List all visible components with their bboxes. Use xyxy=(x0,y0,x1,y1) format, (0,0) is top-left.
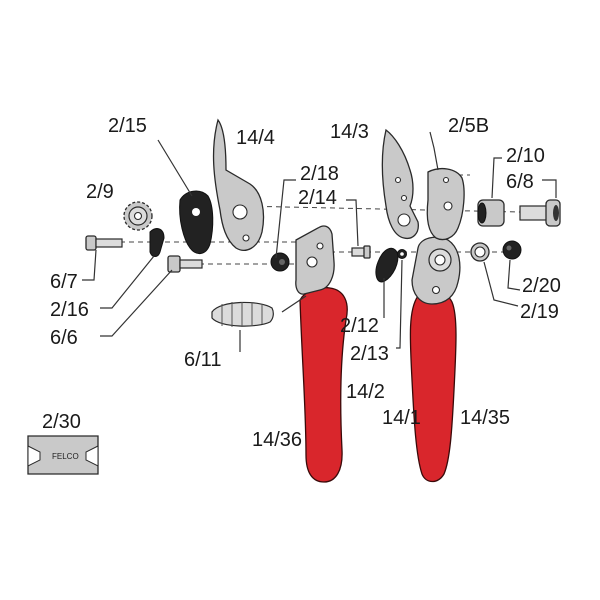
label-6-11: 6/11 xyxy=(184,349,221,371)
cap-nut-2-20 xyxy=(502,240,522,260)
spring-6-11 xyxy=(211,301,274,327)
label-6-7: 6/7 xyxy=(50,271,78,293)
adjusting-bolt-6-8 xyxy=(519,199,561,227)
label-2-18: 2/18 xyxy=(300,163,339,185)
label-14-36: 14/36 xyxy=(252,429,302,451)
label-2-14: 2/14 xyxy=(298,187,337,209)
label-14-4: 14/4 xyxy=(236,127,275,149)
label-14-1: 14/1 xyxy=(382,407,421,429)
gear-2-9 xyxy=(123,201,153,231)
label-6-8: 6/8 xyxy=(506,171,534,193)
label-2-9: 2/9 xyxy=(86,181,114,203)
washer-2-13 xyxy=(397,249,407,259)
screw-2-14 xyxy=(351,245,371,259)
label-14-3: 14/3 xyxy=(330,121,369,143)
bolt-6-6 xyxy=(167,255,203,273)
label-6-6: 6/6 xyxy=(50,327,78,349)
label-14-35: 14/35 xyxy=(460,407,510,429)
label-2-19: 2/19 xyxy=(520,301,559,323)
bolt-6-7 xyxy=(85,235,123,251)
ring-2-19 xyxy=(470,242,490,262)
label-2-30: 2/30 xyxy=(42,411,81,433)
label-2-12: 2/12 xyxy=(340,315,379,337)
anvil-blade-14-4 xyxy=(212,118,265,251)
left-handle-14-36 xyxy=(295,225,348,483)
leader-lines xyxy=(82,131,557,352)
label-2-5b: 2/5B xyxy=(448,115,489,137)
blade-holder-2-5b xyxy=(426,167,465,241)
label-2-13: 2/13 xyxy=(350,343,389,365)
cam-2-12 xyxy=(375,247,399,283)
label-2-10: 2/10 xyxy=(506,145,545,167)
part-labels: 2/15 14/4 14/3 2/5B 2/10 6/8 2/9 2/18 2/… xyxy=(42,115,561,451)
bushing-2-10 xyxy=(477,199,505,227)
label-2-16: 2/16 xyxy=(50,299,89,321)
felco-logo-text: FELCO xyxy=(52,452,79,461)
lever-2-16 xyxy=(149,228,165,257)
label-2-20: 2/20 xyxy=(522,275,561,297)
key-plate-2-30: FELCO xyxy=(27,435,99,475)
nut-2-18 xyxy=(270,252,290,272)
label-14-2: 14/2 xyxy=(346,381,385,403)
plate-2-15 xyxy=(179,190,214,254)
right-handle-14-35 xyxy=(409,236,461,483)
label-2-15: 2/15 xyxy=(108,115,147,137)
cutting-blade-14-3 xyxy=(381,128,419,240)
